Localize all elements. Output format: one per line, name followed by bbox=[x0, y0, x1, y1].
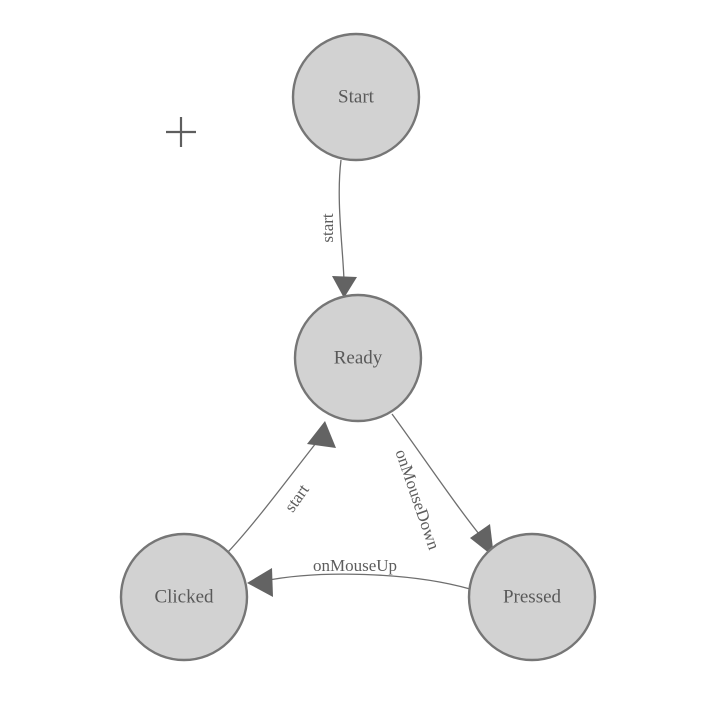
node-label-pressed: Pressed bbox=[503, 586, 562, 607]
edge-label-clicked-to-ready: start bbox=[281, 480, 314, 515]
node-label-start: Start bbox=[338, 86, 375, 107]
arrowhead-ready-to-pressed bbox=[470, 524, 494, 557]
edge-label-pressed-to-clicked: onMouseUp bbox=[313, 556, 397, 575]
node-label-ready: Ready bbox=[334, 347, 383, 368]
node-ready[interactable]: Ready bbox=[293, 293, 423, 423]
edge-path-ready-to-pressed bbox=[391, 413, 489, 546]
node-circle-pressed bbox=[467, 532, 597, 662]
node-circle-start bbox=[291, 32, 421, 162]
edge-path-pressed-to-clicked bbox=[263, 573, 471, 590]
edge-label-ready-to-pressed: onMouseDown bbox=[391, 447, 443, 553]
node-label-clicked: Clicked bbox=[154, 586, 214, 607]
arrowhead-pressed-to-clicked bbox=[247, 568, 273, 597]
arrowhead-clicked-to-ready bbox=[307, 421, 336, 448]
node-circle-clicked bbox=[119, 532, 249, 662]
edge-path-start-to-ready bbox=[338, 159, 345, 282]
node-circle-ready bbox=[293, 293, 423, 423]
node-pressed[interactable]: Pressed bbox=[467, 532, 597, 662]
edge-ready-to-pressed[interactable]: onMouseDown bbox=[391, 413, 494, 557]
edge-pressed-to-clicked[interactable]: onMouseUp bbox=[247, 556, 471, 597]
arrowhead-start-to-ready bbox=[332, 276, 357, 298]
edge-path-clicked-to-ready bbox=[227, 437, 321, 553]
edge-label-start-to-ready: start bbox=[318, 213, 337, 243]
crosshair-icon[interactable] bbox=[166, 117, 196, 147]
edge-clicked-to-ready[interactable]: start bbox=[227, 421, 336, 553]
node-clicked[interactable]: Clicked bbox=[119, 532, 249, 662]
node-start[interactable]: Start bbox=[291, 32, 421, 162]
edge-start-to-ready[interactable]: start bbox=[318, 159, 357, 298]
